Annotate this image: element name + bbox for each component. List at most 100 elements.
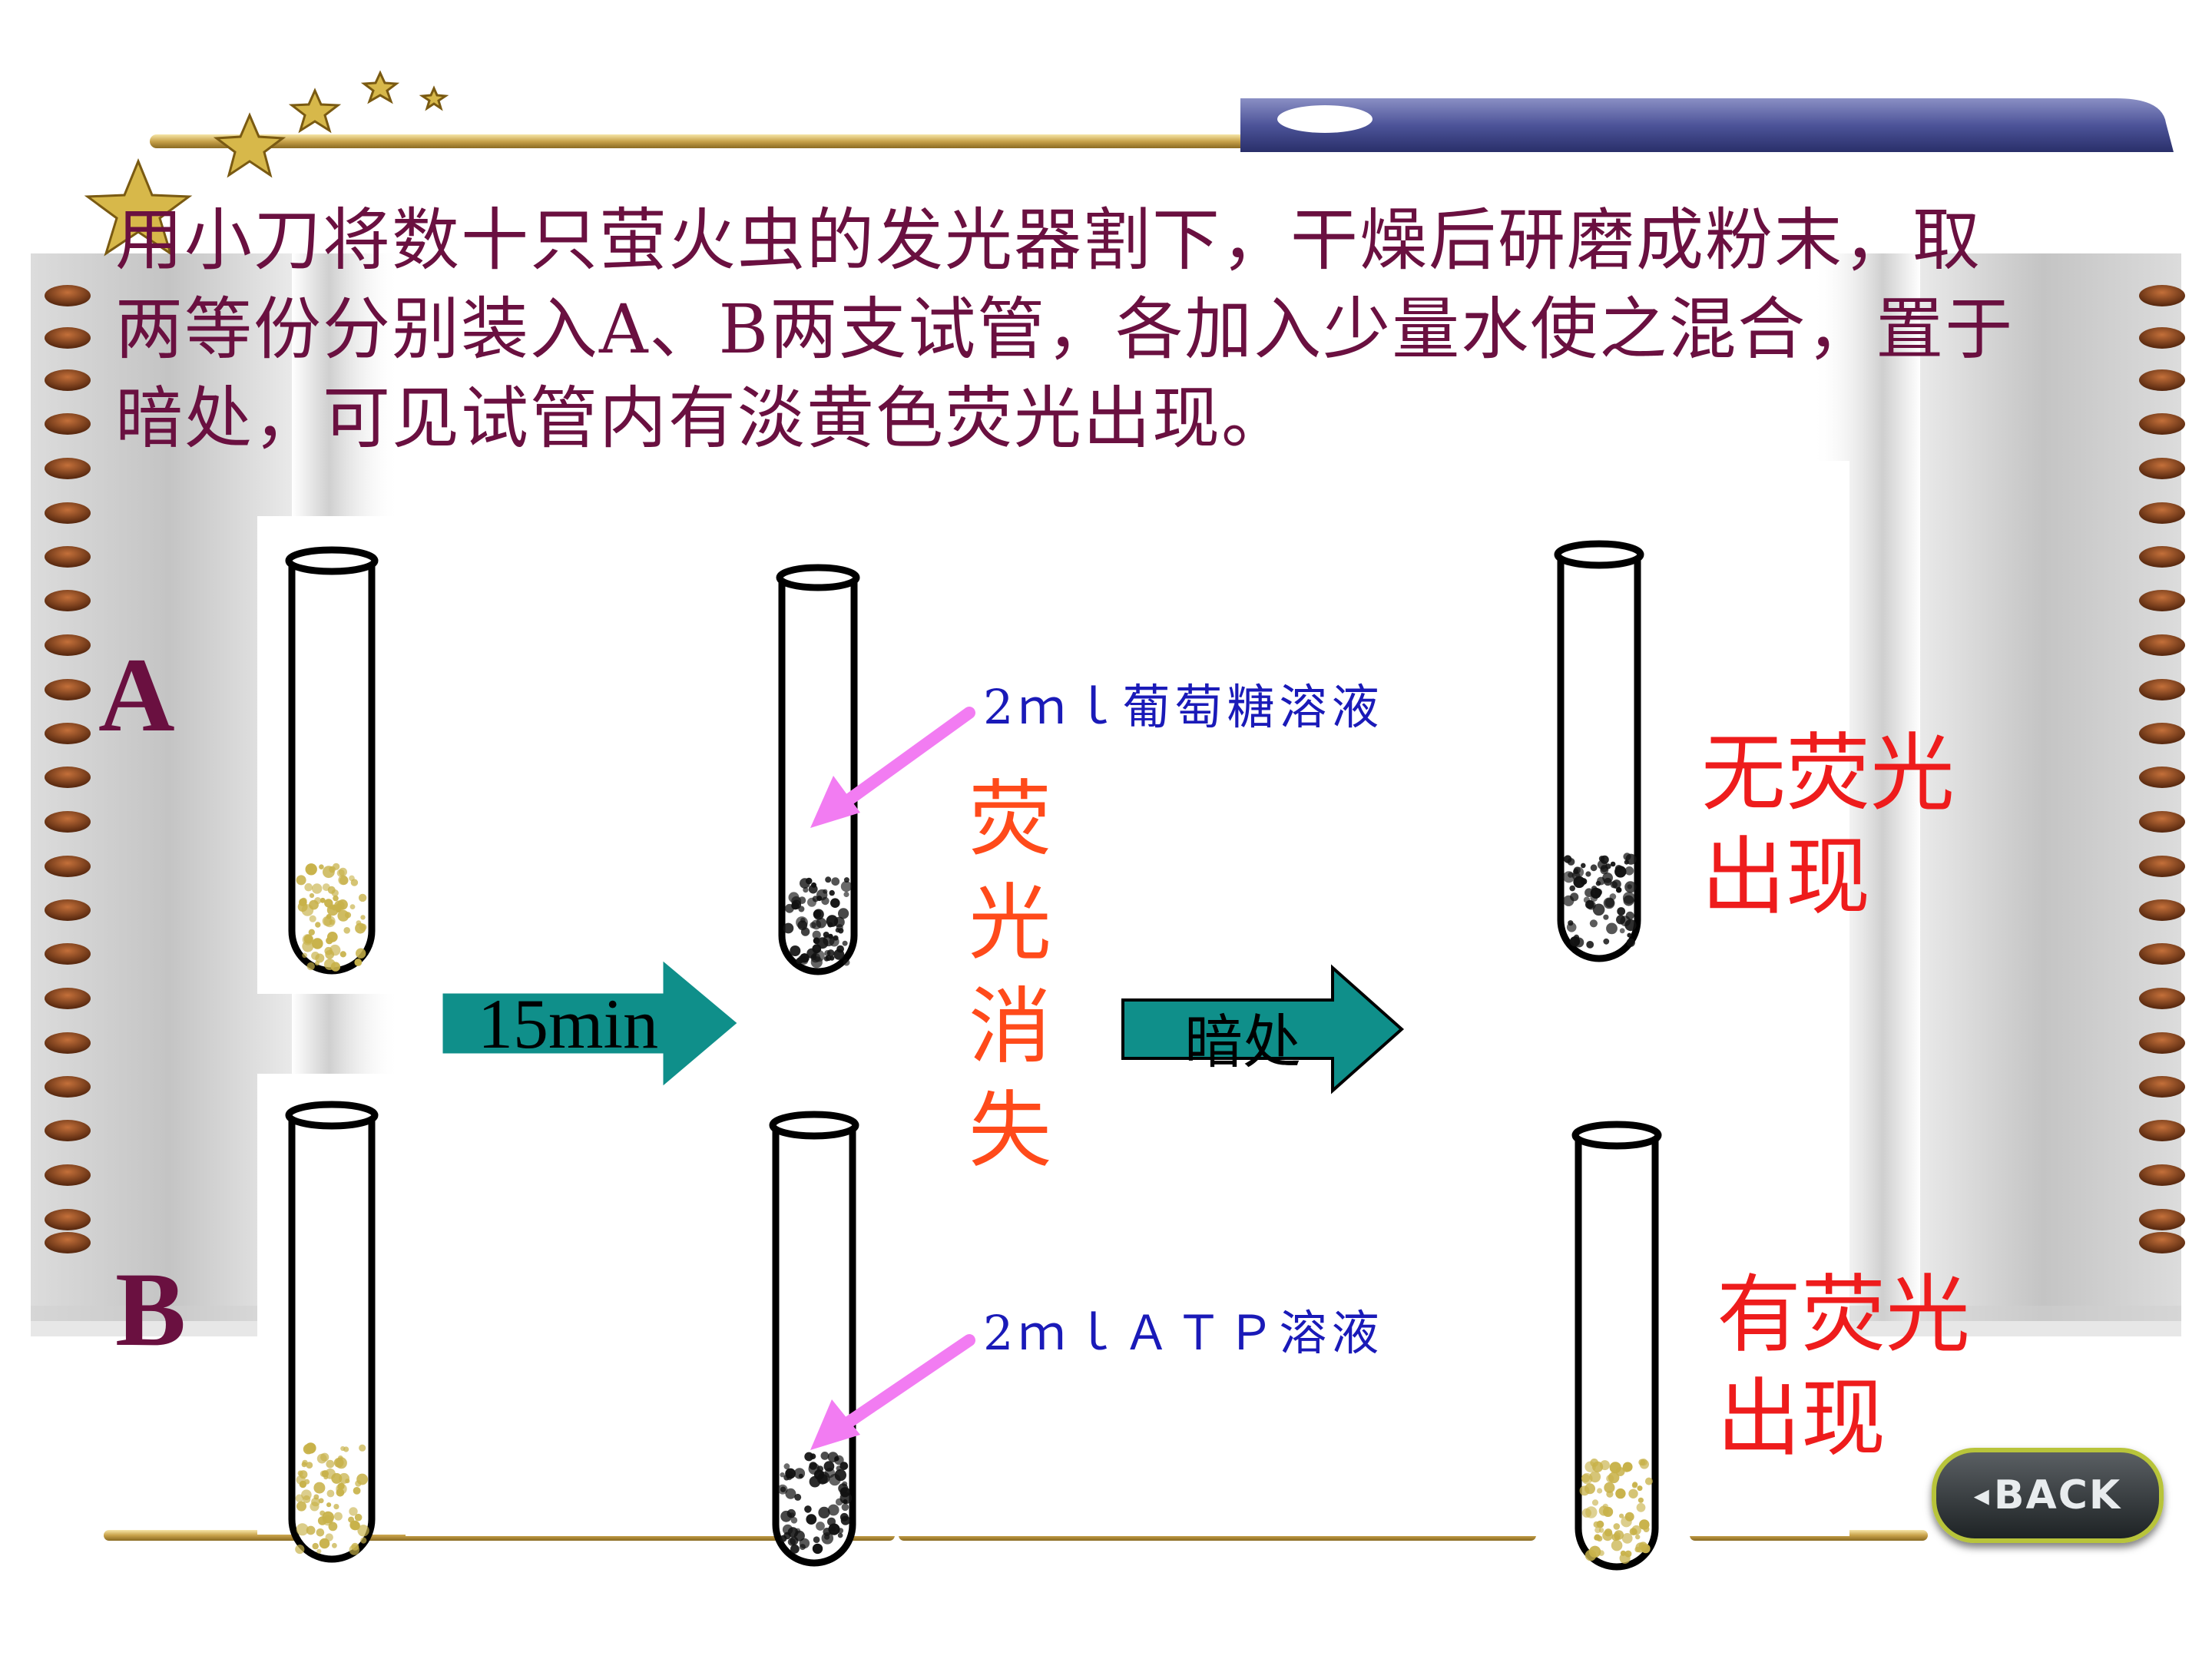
powder-particle	[1594, 888, 1602, 896]
powder-particle	[301, 1462, 307, 1468]
result-a-line-2: 出现	[1701, 828, 1870, 926]
powder-particle	[1619, 928, 1625, 934]
powder-particle	[1613, 1523, 1621, 1530]
powder-particle	[790, 1517, 798, 1524]
powder-particle	[309, 892, 315, 899]
powder-particle	[1581, 863, 1586, 869]
fluorescence-disappears-note: 荧 光 消 失	[964, 768, 1056, 1183]
back-button-label: BACK	[1993, 1472, 2122, 1518]
back-button[interactable]: ◂ BACK	[1932, 1448, 2164, 1543]
powder-particle	[780, 1486, 786, 1492]
powder-particle	[816, 1522, 825, 1531]
powder-particle	[313, 1494, 320, 1500]
powder-particle	[812, 1543, 823, 1555]
powder-particle	[315, 953, 325, 963]
powder-particle	[836, 1465, 842, 1472]
powder-particle	[1600, 1460, 1610, 1471]
powder-particle	[303, 1444, 314, 1455]
powder-particle	[1605, 863, 1611, 869]
powder-particle	[824, 1467, 836, 1479]
powder-particle	[329, 944, 341, 956]
powder-particle	[356, 948, 366, 959]
powder-particle	[1636, 1502, 1646, 1512]
powder-particle	[1611, 1539, 1623, 1551]
powder-particle	[796, 916, 808, 929]
powder-particle	[782, 1524, 793, 1535]
pointer-arrow-atp	[810, 1334, 975, 1450]
powder-particle	[360, 915, 366, 920]
powder-particle	[339, 1472, 349, 1484]
powder-particle	[1594, 1534, 1601, 1541]
powder-particle	[1585, 871, 1591, 877]
powder-particle	[1627, 932, 1632, 938]
powder-particle	[312, 938, 323, 949]
powder-particle	[358, 893, 367, 902]
powder-particle	[296, 1501, 306, 1512]
powder-particle	[813, 937, 820, 945]
note-char: 光	[968, 876, 1051, 972]
powder-particle	[810, 922, 816, 929]
powder-particle	[318, 1498, 324, 1504]
powder-particle	[821, 896, 830, 906]
powder-particle	[823, 1528, 832, 1536]
powder-particle	[313, 1482, 326, 1494]
powder-particle	[312, 883, 323, 894]
powder-particle	[812, 896, 819, 902]
powder-particle	[338, 875, 349, 886]
paragraph-line-2: 两等份分别装入A、B两支试管，各加入少量水使之混合，置于	[115, 290, 2015, 369]
powder-particle	[838, 908, 849, 919]
powder-particle	[359, 923, 367, 931]
powder-particle	[1614, 866, 1627, 878]
powder-particle	[308, 865, 313, 871]
powder-particle	[826, 915, 839, 927]
powder-particle	[839, 1462, 849, 1470]
row-label-a: A	[98, 636, 175, 753]
powder-particle	[351, 1542, 359, 1551]
result-b-line-1: 有荧光	[1717, 1266, 1970, 1364]
powder-particle	[295, 1545, 305, 1555]
powder-particle	[359, 1444, 366, 1452]
powder-particle	[1585, 1506, 1598, 1518]
powder-particle	[336, 869, 345, 877]
test-tube-a-initial	[285, 546, 379, 975]
powder-particle	[827, 1452, 839, 1462]
powder-particle	[1606, 922, 1618, 935]
powder-particle	[796, 957, 803, 965]
powder-particle	[1637, 1485, 1643, 1492]
powder-particle	[1568, 920, 1574, 926]
powder-particle	[825, 876, 832, 883]
result-a-line-1: 无荧光	[1701, 724, 1955, 823]
step-arrow-wait	[442, 961, 737, 1086]
step-label-dark: 暗处	[1184, 1008, 1301, 1076]
powder-particle	[843, 1499, 848, 1505]
powder-particle	[1611, 879, 1621, 889]
powder-particle	[780, 1510, 792, 1522]
powder-particle	[1580, 878, 1588, 885]
powder-particle	[840, 1515, 850, 1525]
powder-particle	[349, 1520, 360, 1531]
powder-particle	[785, 1488, 796, 1499]
powder-particle	[1569, 885, 1575, 892]
powder-particle	[310, 1502, 320, 1512]
powder-particle	[326, 904, 339, 916]
powder-particle	[1602, 873, 1614, 883]
result-b: 有荧光 出现	[1717, 1263, 1970, 1471]
powder-particle	[1600, 855, 1609, 864]
powder-particle	[805, 877, 813, 885]
powder-particle	[322, 883, 330, 892]
powder-particle	[793, 1468, 806, 1479]
powder-particle	[317, 1516, 327, 1525]
powder-particle	[1610, 861, 1616, 867]
powder-particle	[1644, 1477, 1653, 1485]
powder-particle	[1603, 938, 1610, 945]
note-char: 失	[968, 1083, 1051, 1179]
row-label-b: B	[115, 1250, 187, 1368]
test-tube-a-middle	[776, 564, 860, 975]
powder-particle	[332, 1542, 337, 1548]
powder-particle	[824, 950, 831, 957]
powder-particle	[809, 1462, 817, 1470]
powder-particle	[823, 889, 828, 894]
powder-particle	[308, 929, 315, 936]
powder-particle	[315, 922, 321, 928]
powder-particle	[343, 927, 351, 934]
